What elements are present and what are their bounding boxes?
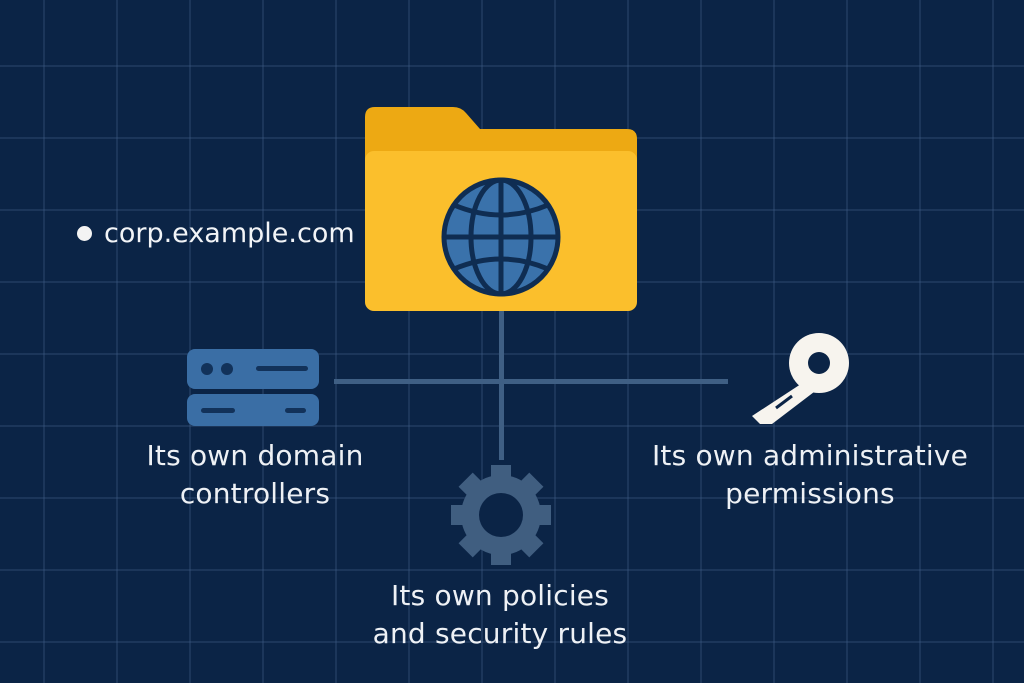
- folder-globe-icon: [365, 107, 637, 311]
- key-icon: [752, 333, 849, 424]
- domain-label: corp.example.com: [77, 218, 355, 249]
- connector-horizontal: [334, 379, 728, 384]
- node-administrative-permissions[interactable]: [752, 330, 852, 425]
- connector-vertical: [499, 310, 504, 460]
- server-icon: [187, 349, 319, 426]
- node-label-administrative-permissions: Its own administrative permissions: [651, 439, 969, 510]
- node-domain-controllers[interactable]: [187, 349, 320, 427]
- node-label-domain-controllers: Its own domain controllers: [146, 439, 364, 510]
- node-policies-security-rules[interactable]: [451, 465, 551, 565]
- bullet-icon: [77, 226, 92, 241]
- domain-name: corp.example.com: [104, 218, 355, 249]
- domain-folder[interactable]: [365, 107, 637, 311]
- node-label-policies-security-rules: Its own policies and security rules: [372, 579, 628, 650]
- gear-icon: [451, 465, 551, 565]
